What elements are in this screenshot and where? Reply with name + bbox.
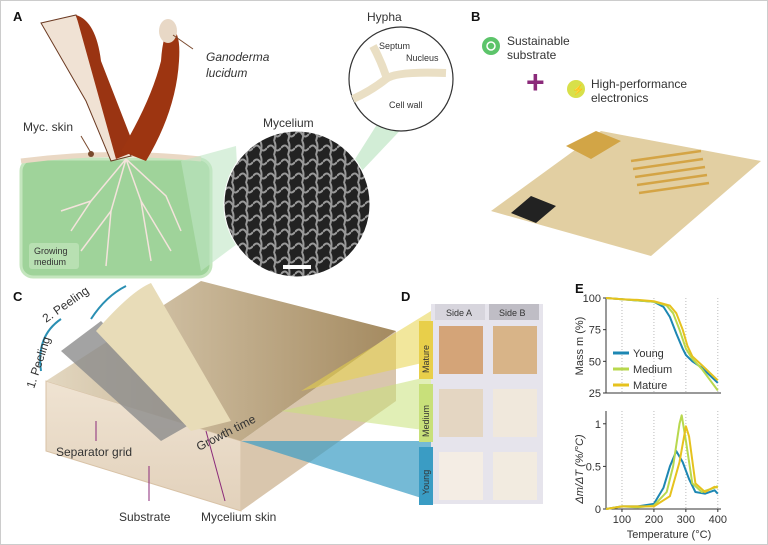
row-label-mature: Mature xyxy=(421,345,431,373)
sample-mature-a xyxy=(439,326,483,374)
x-tick-label: 300 xyxy=(677,514,695,526)
separator-grid xyxy=(61,321,196,441)
row-tag-young xyxy=(419,447,433,505)
growing-medium-label-1: Growing xyxy=(34,246,68,256)
cell-wall-label: Cell wall xyxy=(389,100,423,110)
y-tick-label: 100 xyxy=(583,293,601,305)
series-line-medium xyxy=(605,414,719,510)
skin-pointer xyxy=(205,430,226,502)
panel-c: C 1. Peeling 2. Peeling Growth time Sepa… xyxy=(13,281,431,524)
separator-grid-label: Separator grid xyxy=(56,445,132,459)
substrate-label-1: Sustainable xyxy=(507,34,570,48)
legend-label-mature: Mature xyxy=(633,380,667,392)
row-label-young: Young xyxy=(421,470,431,495)
septum-label: Septum xyxy=(379,41,410,51)
nucleus-label: Nucleus xyxy=(406,53,439,63)
x-tick-label: 100 xyxy=(613,514,631,526)
myc-skin-dot xyxy=(88,151,94,157)
panel-b: B Sustainable substrate + ⚡ High-perform… xyxy=(471,9,761,256)
electronics-icon xyxy=(567,80,585,98)
y-tick-label: 1 xyxy=(595,419,601,431)
mycelium-label: Mycelium xyxy=(263,116,314,130)
substrate-label-2: substrate xyxy=(507,48,557,62)
row-label-medium: Medium xyxy=(421,405,431,437)
y-tick-label: 50 xyxy=(589,356,601,368)
recycle-glyph xyxy=(486,41,496,51)
species-pointer xyxy=(172,34,194,50)
panel-d-letter: D xyxy=(401,289,410,304)
panel-b-letter: B xyxy=(471,9,480,24)
sample-mature-b xyxy=(493,326,537,374)
panel-c-letter: C xyxy=(13,289,23,304)
growing-medium-tag xyxy=(29,243,79,269)
electronics-label-2: electronics xyxy=(591,91,648,105)
col-header-bg-a xyxy=(435,304,485,320)
y-tick-label: 0 xyxy=(595,504,601,516)
circuit-trace xyxy=(630,149,710,195)
row-tag-mature xyxy=(419,321,433,379)
sample-medium-a xyxy=(439,389,483,437)
peeling-2-label: 2. Peeling xyxy=(40,283,92,325)
col-header-side-b: Side B xyxy=(499,308,526,318)
y-tick-label: 0.5 xyxy=(586,461,601,473)
mycelium-skin-label: Mycelium skin xyxy=(201,510,276,524)
fruiting-tip xyxy=(159,19,177,43)
zoom-cone-young xyxy=(241,441,431,501)
series-line-mature xyxy=(605,297,719,382)
plus-sign: + xyxy=(526,64,545,100)
substrate-sheet xyxy=(491,131,761,256)
legend-label-young: Young xyxy=(633,348,664,360)
panel-a: A Ganoderma lucidum Myc. skin Growing me… xyxy=(13,9,454,279)
substrate-label: Substrate xyxy=(119,510,171,524)
zoom-cone-medium xyxy=(281,376,431,431)
legend-label-medium: Medium xyxy=(633,364,672,376)
zoom-cone-mature xyxy=(301,311,431,391)
panel-d: D Side A Side B Mature Medium Young xyxy=(401,289,543,505)
species-label-1: Ganoderma xyxy=(206,50,270,64)
y-tick-label: 75 xyxy=(589,325,601,337)
scale-bar xyxy=(283,265,311,269)
electronics-label-1: High-performance xyxy=(591,77,687,91)
hypha-drawing xyxy=(351,44,447,103)
peeling-arrow-2 xyxy=(90,285,127,320)
battery-chip xyxy=(566,131,621,159)
fruiting-body-right xyxy=(121,29,180,161)
series-line-mature xyxy=(605,425,719,510)
peeling-arrow-1 xyxy=(39,318,62,372)
sample-young-b xyxy=(493,452,537,500)
myc-skin-pointer xyxy=(80,135,92,154)
sample-medium-b xyxy=(493,389,537,437)
sustainable-icon xyxy=(482,37,500,55)
ylabel-mass: Mass m (%) xyxy=(574,317,586,376)
growing-medium-label-2: medium xyxy=(34,257,66,267)
y-tick-label: 25 xyxy=(589,388,601,400)
peeled-skin xyxy=(96,283,231,431)
xlabel-temperature: Temperature (°C) xyxy=(627,529,711,541)
col-header-side-a: Side A xyxy=(446,308,472,318)
mycelium-sem-image xyxy=(223,130,371,278)
processor-chip xyxy=(511,196,556,223)
fruiting-body-left xyxy=(76,15,136,159)
myc-skin-label: Myc. skin xyxy=(23,120,73,134)
panel-e-letter: E xyxy=(575,281,584,296)
species-label-2: lucidum xyxy=(206,66,247,80)
panel-a-letter: A xyxy=(13,9,23,24)
sample-young-a xyxy=(439,452,483,500)
x-tick-label: 200 xyxy=(645,514,663,526)
series-line-medium xyxy=(605,297,719,392)
hypha-label: Hypha xyxy=(367,10,402,24)
row-tag-medium xyxy=(419,384,433,442)
zoom-cone-mycelium xyxy=(181,146,241,271)
mycelium-roots xyxy=(60,158,182,267)
lightning-glyph: ⚡ xyxy=(572,83,584,96)
ylabel-dtg: Δm/ΔT (%/°C) xyxy=(574,434,586,505)
dtg-chart: 0 0.5 1 100 200 300 400 xyxy=(586,411,727,526)
col-header-bg-b xyxy=(489,304,539,320)
x-tick-label: 400 xyxy=(709,514,727,526)
